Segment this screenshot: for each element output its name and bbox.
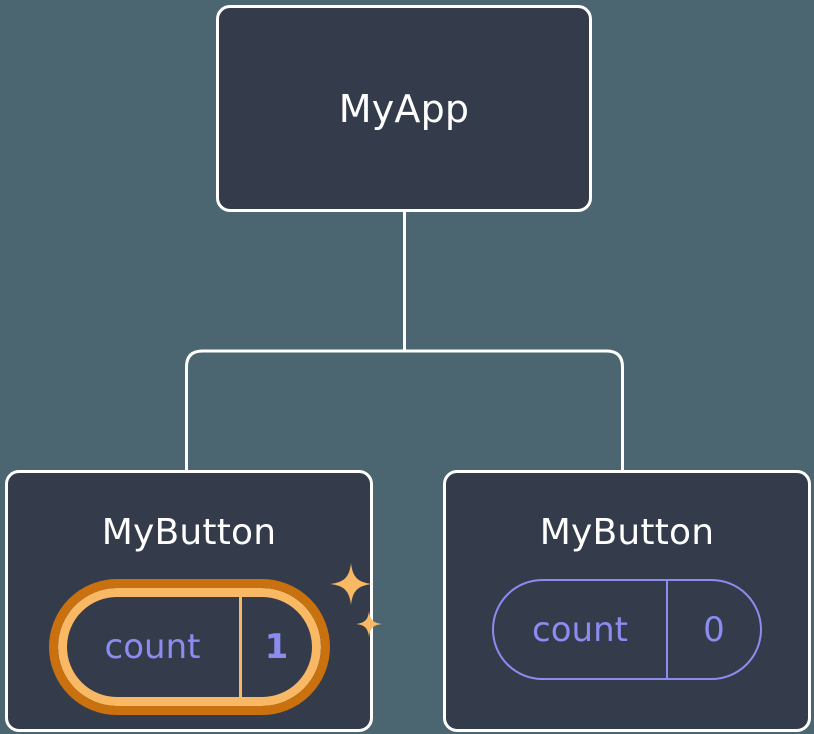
state-key-right: count <box>532 609 628 650</box>
state-pill-highlighted[interactable]: count 1 <box>48 579 330 715</box>
sparkle-large-icon <box>329 563 372 605</box>
state-pill-divider-left <box>238 597 242 697</box>
state-pill-wrapper-left: count 1 <box>48 563 382 715</box>
node-myapp[interactable]: MyApp <box>216 5 592 212</box>
state-key-left: count <box>104 627 201 667</box>
state-value-right: 0 <box>703 609 725 650</box>
state-value-left: 1 <box>264 627 289 667</box>
sparkle-small-icon <box>355 611 382 637</box>
node-mybutton-left-label: MyButton <box>101 512 277 553</box>
state-pill-plain[interactable]: count 0 <box>492 579 762 680</box>
connector-branch-bar <box>185 349 624 472</box>
node-mybutton-right-label: MyButton <box>539 512 715 553</box>
state-pill-wrapper-right: count 0 <box>492 579 762 680</box>
node-mybutton-left[interactable]: MyButton count 1 <box>5 470 382 732</box>
state-pill-divider-right <box>666 581 668 678</box>
node-myapp-label: MyApp <box>338 86 470 131</box>
state-pill-inner-ring: count 1 <box>57 588 321 706</box>
node-mybutton-right[interactable]: MyButton count 0 <box>443 470 811 732</box>
